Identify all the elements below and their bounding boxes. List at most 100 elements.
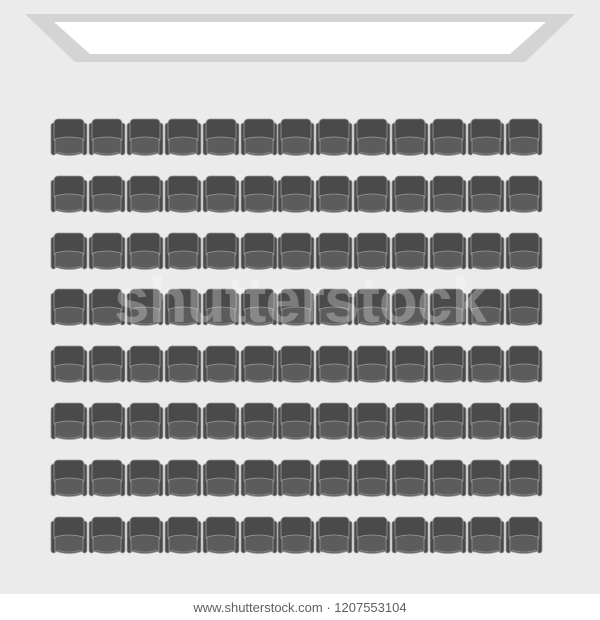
theater-seat-icon <box>505 117 543 161</box>
theater-seat-icon <box>315 458 353 502</box>
theater-seat-icon <box>391 174 429 218</box>
seat-row <box>50 287 550 335</box>
theater-seat-icon <box>240 231 278 275</box>
seat-row <box>50 174 550 222</box>
theater-seat-icon <box>202 401 240 445</box>
seat-row <box>50 401 550 449</box>
seat-row <box>50 515 550 563</box>
theater-seat-icon <box>391 117 429 161</box>
theater-seat-icon <box>164 515 202 559</box>
theater-seat-icon <box>240 287 278 331</box>
theater-seat-icon <box>315 231 353 275</box>
theater-seat-icon <box>126 401 164 445</box>
theater-seat-icon <box>391 231 429 275</box>
theater-seat-icon <box>429 458 467 502</box>
theater-seat-icon <box>88 287 126 331</box>
screen-face <box>54 22 546 54</box>
theater-seat-icon <box>164 401 202 445</box>
theater-seat-icon <box>353 344 391 388</box>
theater-seat-icon <box>277 231 315 275</box>
theater-seat-icon <box>315 515 353 559</box>
theater-seat-icon <box>50 117 88 161</box>
theater-seat-icon <box>202 344 240 388</box>
theater-seat-icon <box>50 344 88 388</box>
theater-seat-icon <box>164 344 202 388</box>
theater-seat-icon <box>505 231 543 275</box>
theater-seat-icon <box>429 117 467 161</box>
theater-seat-icon <box>50 231 88 275</box>
theater-seat-icon <box>164 458 202 502</box>
theater-seat-icon <box>353 458 391 502</box>
theater-seat-icon <box>467 344 505 388</box>
footer-caption: www.shutterstock.com · 1207553104 <box>193 600 407 615</box>
theater-seat-icon <box>429 287 467 331</box>
theater-seat-icon <box>50 458 88 502</box>
footer-bar: www.shutterstock.com · 1207553104 <box>0 594 600 620</box>
theater-seat-icon <box>391 401 429 445</box>
theater-seat-icon <box>88 174 126 218</box>
theater-seat-icon <box>353 231 391 275</box>
theater-seat-icon <box>391 287 429 331</box>
theater-seat-icon <box>353 515 391 559</box>
theater-seat-icon <box>391 515 429 559</box>
theater-seat-icon <box>467 458 505 502</box>
theater-seat-icon <box>315 174 353 218</box>
theater-seat-icon <box>50 287 88 331</box>
theater-seat-icon <box>126 458 164 502</box>
theater-seat-icon <box>315 344 353 388</box>
theater-seat-icon <box>353 287 391 331</box>
theater-seat-icon <box>505 515 543 559</box>
theater-seat-icon <box>277 174 315 218</box>
theater-seat-icon <box>353 401 391 445</box>
theater-seat-icon <box>126 231 164 275</box>
theater-seat-icon <box>202 458 240 502</box>
theater-seat-icon <box>505 174 543 218</box>
theater-seat-icon <box>467 401 505 445</box>
theater-seat-icon <box>391 344 429 388</box>
theater-seat-icon <box>240 401 278 445</box>
seat-row <box>50 117 550 165</box>
theater-seat-icon <box>315 117 353 161</box>
theater-seat-icon <box>429 515 467 559</box>
theater-seat-icon <box>429 231 467 275</box>
theater-seat-icon <box>277 458 315 502</box>
theater-seat-icon <box>126 287 164 331</box>
theater-seat-icon <box>164 117 202 161</box>
theater-seat-icon <box>164 231 202 275</box>
theater-seat-icon <box>88 344 126 388</box>
theater-seat-icon <box>353 174 391 218</box>
theater-seat-icon <box>467 117 505 161</box>
theater-seat-icon <box>88 515 126 559</box>
theater-seat-icon <box>505 401 543 445</box>
theater-seat-icon <box>429 174 467 218</box>
theater-seat-icon <box>88 231 126 275</box>
theater-seat-icon <box>202 117 240 161</box>
theater-seat-icon <box>315 401 353 445</box>
seat-row <box>50 458 550 506</box>
theater-seat-icon <box>126 515 164 559</box>
theater-seat-icon <box>240 117 278 161</box>
theater-seat-icon <box>88 458 126 502</box>
theater-seat-icon <box>467 174 505 218</box>
seat-row <box>50 231 550 279</box>
theater-seat-icon <box>240 174 278 218</box>
theater-seat-icon <box>240 515 278 559</box>
cinema-hall-scene: shutterstock <box>0 0 600 594</box>
theater-seat-icon <box>429 344 467 388</box>
theater-seat-icon <box>277 401 315 445</box>
theater-seat-icon <box>126 117 164 161</box>
theater-seat-icon <box>505 458 543 502</box>
theater-seat-icon <box>505 287 543 331</box>
theater-seat-icon <box>277 515 315 559</box>
theater-seat-icon <box>467 231 505 275</box>
theater-seat-icon <box>277 344 315 388</box>
theater-seat-icon <box>202 231 240 275</box>
projection-screen-icon <box>25 14 575 62</box>
theater-seat-icon <box>277 287 315 331</box>
theater-seat-icon <box>88 401 126 445</box>
seat-row <box>50 344 550 392</box>
theater-seat-icon <box>164 174 202 218</box>
theater-seat-icon <box>240 344 278 388</box>
theater-seat-icon <box>429 401 467 445</box>
